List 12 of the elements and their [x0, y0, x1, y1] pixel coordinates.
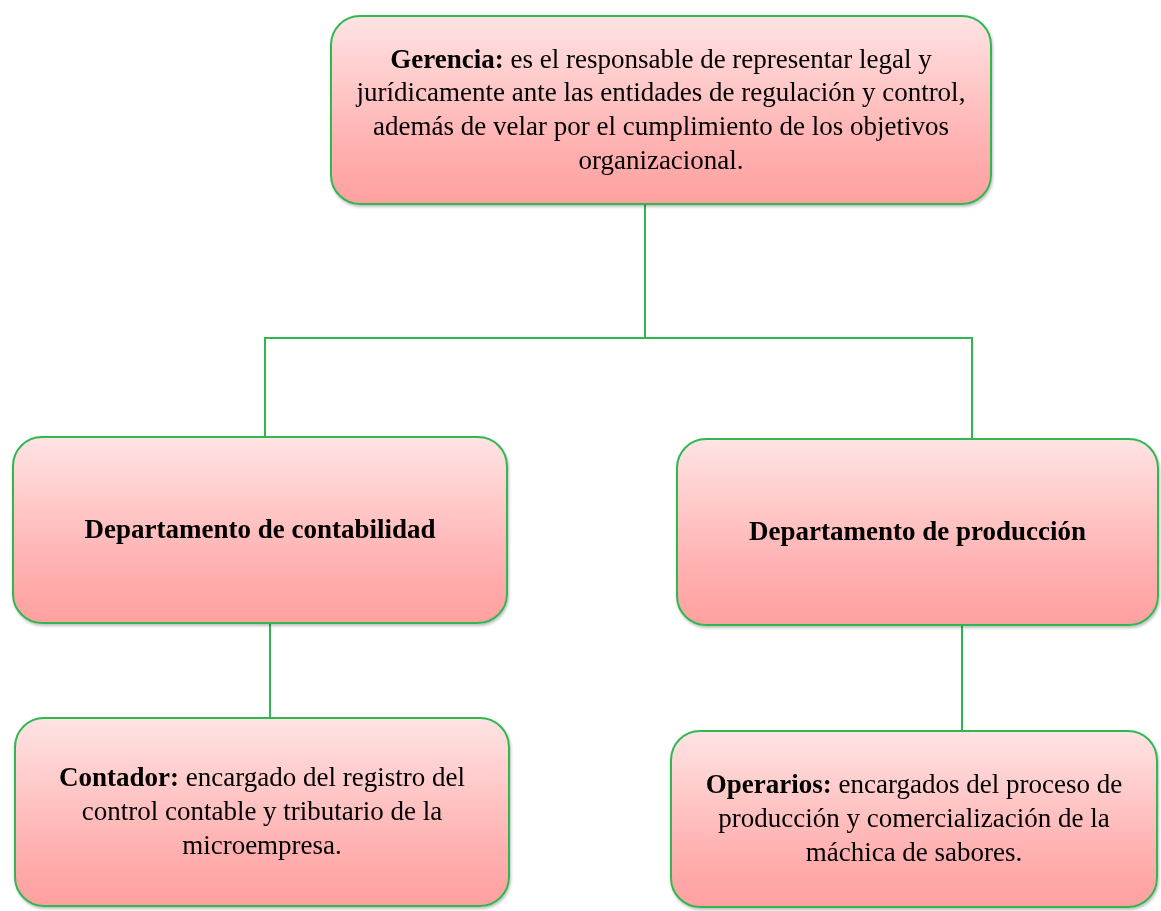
org-box: [670, 730, 1158, 908]
org-box: [12, 436, 508, 624]
org-box: [676, 438, 1159, 626]
role-description: Contador: encargado del registro del control contable y tributario de la microempresa.: [58, 761, 466, 862]
org-box: [330, 15, 992, 205]
role-description: Operarios: encargados del proceso de producción y comercialización de la máchica de sabores.: [704, 768, 1124, 869]
department-title: Departamento de contabilidad: [84, 513, 436, 547]
connector-line: [269, 623, 271, 718]
connector-line: [961, 625, 963, 731]
department-title: Departamento de producción: [749, 515, 1086, 549]
org-box: [14, 717, 510, 907]
role-description: Gerencia: es el responsable de representar legal y jurídicamente ante las entidades de regulación y control, además de velar por el cumplimiento de los objetivos organizacional.: [354, 42, 967, 177]
